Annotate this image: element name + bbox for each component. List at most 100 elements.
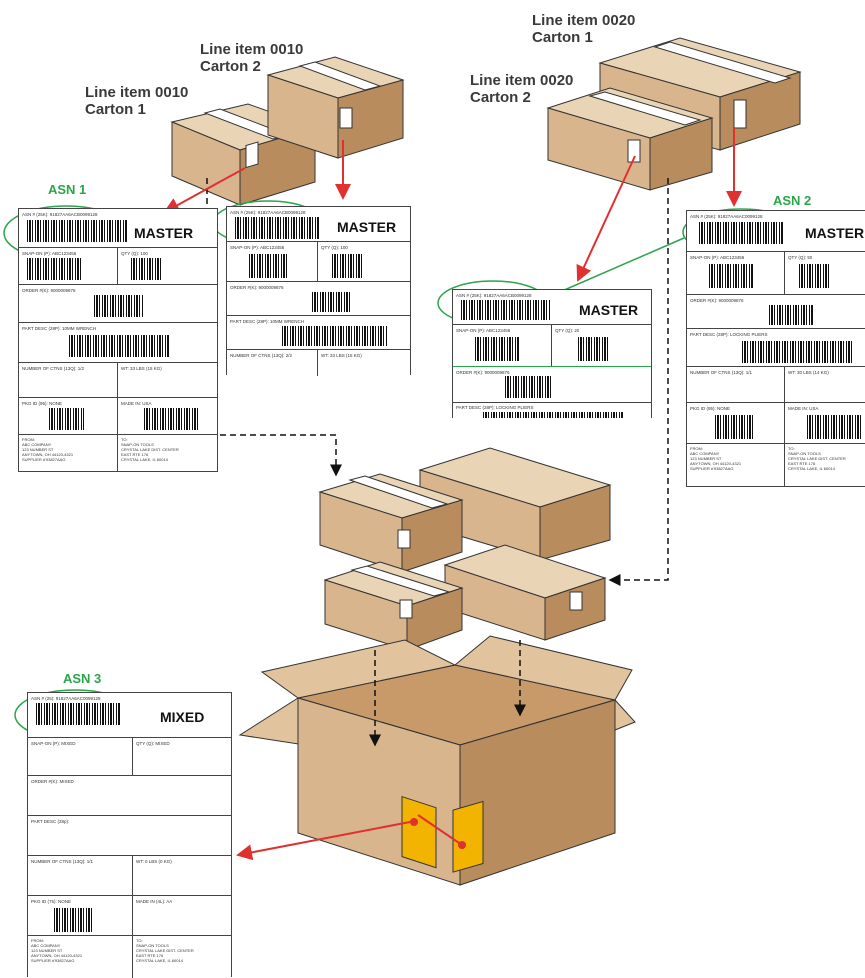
- made-field: MADE IN (4L): AA: [136, 899, 173, 904]
- ctns-field: NUMBER OF CTNS (13Q): 1/1: [690, 370, 753, 375]
- asn-field: ASN # (25K): 91827AA6AC0099128: [690, 214, 763, 219]
- from-block: FROM: ABC COMPANY 123 NUMBER ST ANYTOWN,…: [690, 446, 742, 471]
- from-block: FROM: ABC COMPANY 123 NUMBER ST ANYTOWN,…: [22, 437, 74, 462]
- snap-barcode: [249, 254, 289, 278]
- part-barcode: [742, 341, 852, 363]
- carton-0010-2: [266, 56, 405, 159]
- label-carton: Carton 1: [532, 29, 593, 46]
- master-tag: MASTER: [337, 219, 397, 235]
- asn-2-label: ASN 2: [773, 193, 812, 208]
- snap-barcode: [709, 264, 754, 288]
- part-barcode: [483, 412, 623, 418]
- pkg-field: PKG ID (75): NONE: [31, 899, 72, 904]
- qty-barcode: [131, 258, 161, 280]
- flow-red-arrows: [163, 128, 742, 861]
- order-field: ORDER #(K): MIXED: [31, 779, 74, 784]
- qty-field: QTY (Q): 50: [788, 255, 813, 260]
- label-carton: Carton 2: [200, 58, 261, 75]
- label-0020-carton-2: Line item 0020 Carton 2: [470, 72, 573, 106]
- to-block: TO: SNAP-ON TOOLS CRYSTAL LAKE DIST. CEN…: [121, 437, 179, 462]
- asn-barcode: [699, 222, 784, 244]
- snap-field: SNAP-ON (P): ABC123456: [456, 328, 511, 333]
- flow-dashed-arrows: [206, 178, 669, 747]
- asn-barcode: [461, 300, 551, 320]
- shipping-label-0010-carton2: ASN # (25K): 91827AA6ACB0099128 MASTER S…: [226, 206, 411, 376]
- snap-field: SNAP-ON (P): ABC123456: [230, 245, 285, 250]
- ctns-field: NUMBER OF CTNS (13Q): 1/2: [22, 366, 85, 371]
- part-field: PART DESC (28P): 10MM WRENCH: [230, 319, 305, 324]
- open-master-carton: [238, 635, 636, 886]
- wt-field: WT: 30 LBS (14 KG): [788, 370, 829, 375]
- qty-barcode: [578, 337, 608, 361]
- master-tag: MASTER: [134, 225, 194, 241]
- snap-barcode: [475, 337, 520, 361]
- qty-field: QTY (Q): 100: [321, 245, 348, 250]
- order-field: ORDER #(K): 9000009876: [456, 370, 510, 375]
- part-barcode: [69, 335, 169, 357]
- shipping-label-asn3: ASN # (25): 91827AA6AC0099128 MIXED SNAP…: [27, 692, 232, 978]
- asn-barcode: [235, 217, 320, 239]
- asn-field: ASN # (25): 91827AA6AC0099128: [31, 696, 101, 701]
- shipping-label-asn2: ASN # (25K): 91827AA6AC0099128 MASTER SN…: [686, 210, 865, 487]
- snap-field: SNAP-ON (P): MIXED: [31, 741, 76, 746]
- pkg-barcode: [715, 415, 755, 439]
- part-field: PART DESC (28p):: [31, 819, 70, 824]
- label-line: Line item 0010: [200, 41, 304, 58]
- wt-field: WT: 33 LBS (15 KG): [121, 366, 162, 371]
- label-0020-carton-1: Line item 0020 Carton 1: [532, 12, 635, 46]
- snap-barcode: [27, 258, 82, 280]
- pkg-field: PKG ID (95): NONE: [22, 401, 63, 406]
- carton-0020-2: [546, 87, 714, 191]
- shipping-label-0020-carton2: ASN # (25K): 91827AA6ACB0099128 MASTER S…: [452, 289, 652, 418]
- to-block: TO: SNAP-ON TOOLS CRYSTAL LAKE DIST. CEN…: [136, 938, 194, 963]
- mixed-tag: MIXED: [160, 709, 205, 725]
- shipping-label-asn1: ASN # (25K): 91827AA6ACB0099128 MASTER S…: [18, 208, 218, 472]
- label-carton: Carton 1: [85, 101, 146, 118]
- order-barcode: [94, 295, 144, 317]
- label-carton: Carton 2: [470, 89, 531, 106]
- label-line: Line item 0010: [85, 84, 189, 101]
- stacked-cartons: [318, 447, 612, 651]
- qty-field: QTY (Q): MIXED: [136, 741, 170, 746]
- qty-barcode: [332, 254, 362, 278]
- label-0010-carton-1: Line item 0010 Carton 1: [85, 84, 188, 118]
- wt-field: WT: 0 LBS (0 KG): [136, 859, 172, 864]
- pkg-field: PKG ID (95): NONE: [690, 406, 731, 411]
- part-field: PART DESC (28P): LOCKING PLIERS: [456, 405, 534, 410]
- asn-1-label: ASN 1: [48, 182, 87, 197]
- made-field: MADE IN: USA: [788, 406, 819, 411]
- label-0010-carton-2: Line item 0010 Carton 2: [200, 41, 303, 75]
- part-field: PART DESC (28P): 10MM WRENCH: [22, 326, 97, 331]
- part-barcode: [282, 326, 387, 346]
- order-field: ORDER #(K): 9000009876: [22, 288, 76, 293]
- qty-field: QTY (Q): 100: [121, 251, 148, 256]
- asn-field: ASN # (25K): 91827AA6ACB0099128: [456, 293, 532, 298]
- label-line: Line item 0020: [532, 12, 636, 29]
- order-barcode: [312, 292, 352, 312]
- asn-field: ASN # (25K): 91827AA6ACB0099128: [22, 212, 98, 217]
- master-tag: MASTER: [579, 302, 639, 318]
- order-field: ORDER #(K): 9000009876: [690, 298, 744, 303]
- pkg-barcode: [54, 908, 94, 932]
- to-block: TO: SNAP-ON TOOLS CRYSTAL LAKE DIST. CEN…: [788, 446, 846, 471]
- qty-field: QTY (Q): 20: [555, 328, 580, 333]
- asn-barcode: [36, 703, 121, 725]
- asn-barcode: [27, 220, 127, 242]
- wt-field: WT: 33 LBS (15 KG): [321, 353, 362, 358]
- made-field: MADE IN: USA: [121, 401, 152, 406]
- order-barcode: [505, 376, 553, 398]
- from-block: FROM: ABC COMPANY 123 NUMBER ST ANYTOWN,…: [31, 938, 83, 963]
- label-line: Line item 0020: [470, 72, 574, 89]
- master-tag: MASTER: [805, 225, 865, 241]
- made-barcode: [807, 415, 862, 439]
- ctns-field: NUMBER OF CTNS (13Q): 1/1: [31, 859, 94, 864]
- qty-barcode: [799, 264, 829, 288]
- order-field: ORDER #(K): 9000009876: [230, 285, 284, 290]
- snap-field: SNAP-ON (P): ABC123456: [690, 255, 745, 260]
- made-barcode: [144, 408, 199, 430]
- asn-field: ASN # (25K): 91827AA6ACB0099128: [230, 210, 306, 215]
- order-barcode: [769, 305, 814, 325]
- pkg-barcode: [49, 408, 84, 430]
